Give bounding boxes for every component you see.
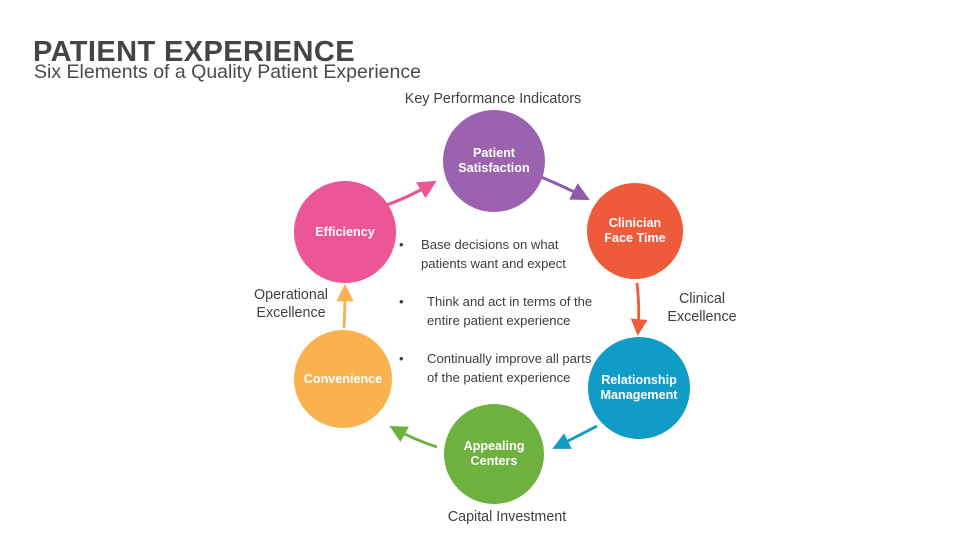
- center-bullet-list: • Base decisions on what patients want a…: [399, 236, 599, 387]
- caption-key-performance-indicators: Key Performance Indicators: [404, 91, 582, 107]
- node-relationship-management[interactable]: Relationship Management: [588, 337, 690, 439]
- list-item-text: Base decisions on what patients want and…: [421, 237, 566, 271]
- arrow-clinician-face-time-to-relationship-management: [630, 282, 648, 336]
- caption-capital-investment: Capital Investment: [447, 509, 567, 525]
- caption-operational-excellence: Operational Excellence: [254, 287, 328, 321]
- list-item: • Base decisions on what patients want a…: [399, 236, 599, 273]
- arrow-efficiency-to-patient-satisfaction: [380, 180, 437, 209]
- page-title: PATIENT EXPERIENCE: [33, 36, 355, 69]
- node-label-relationship-management: Relationship Management: [600, 373, 678, 402]
- list-item-text: Think and act in terms of the entire pat…: [427, 294, 593, 328]
- list-item-text: Continually improve all parts of the pat…: [427, 351, 592, 385]
- node-clinician-face-time[interactable]: Clinician Face Time: [587, 183, 683, 279]
- bullet-icon: •: [399, 237, 404, 252]
- page-subtitle: Six Elements of a Quality Patient Experi…: [34, 61, 421, 83]
- node-label-efficiency: Efficiency: [315, 224, 375, 239]
- node-label-appealing-centers: Appealing Centers: [463, 439, 525, 468]
- list-item: • Continually improve all parts of the p…: [399, 350, 599, 387]
- node-label-clinician-face-time: Clinician Face Time: [604, 216, 666, 245]
- arrow-relationship-management-to-appealing-centers: [552, 424, 598, 449]
- arrow-patient-satisfaction-to-clinician-face-time: [540, 175, 590, 201]
- node-patient-satisfaction[interactable]: Patient Satisfaction: [443, 110, 545, 212]
- node-convenience[interactable]: Convenience: [294, 330, 392, 428]
- node-appealing-centers[interactable]: Appealing Centers: [444, 404, 544, 504]
- node-label-patient-satisfaction: Patient Satisfaction: [458, 146, 530, 175]
- arrow-appealing-centers-to-convenience: [389, 426, 438, 449]
- bullet-icon: •: [399, 351, 404, 367]
- list-item: • Think and act in terms of the entire p…: [399, 293, 599, 330]
- node-label-convenience: Convenience: [303, 371, 383, 386]
- caption-clinical-excellence: Clinical Excellence: [667, 291, 737, 325]
- bullet-icon: •: [399, 294, 404, 310]
- node-efficiency[interactable]: Efficiency: [294, 181, 396, 283]
